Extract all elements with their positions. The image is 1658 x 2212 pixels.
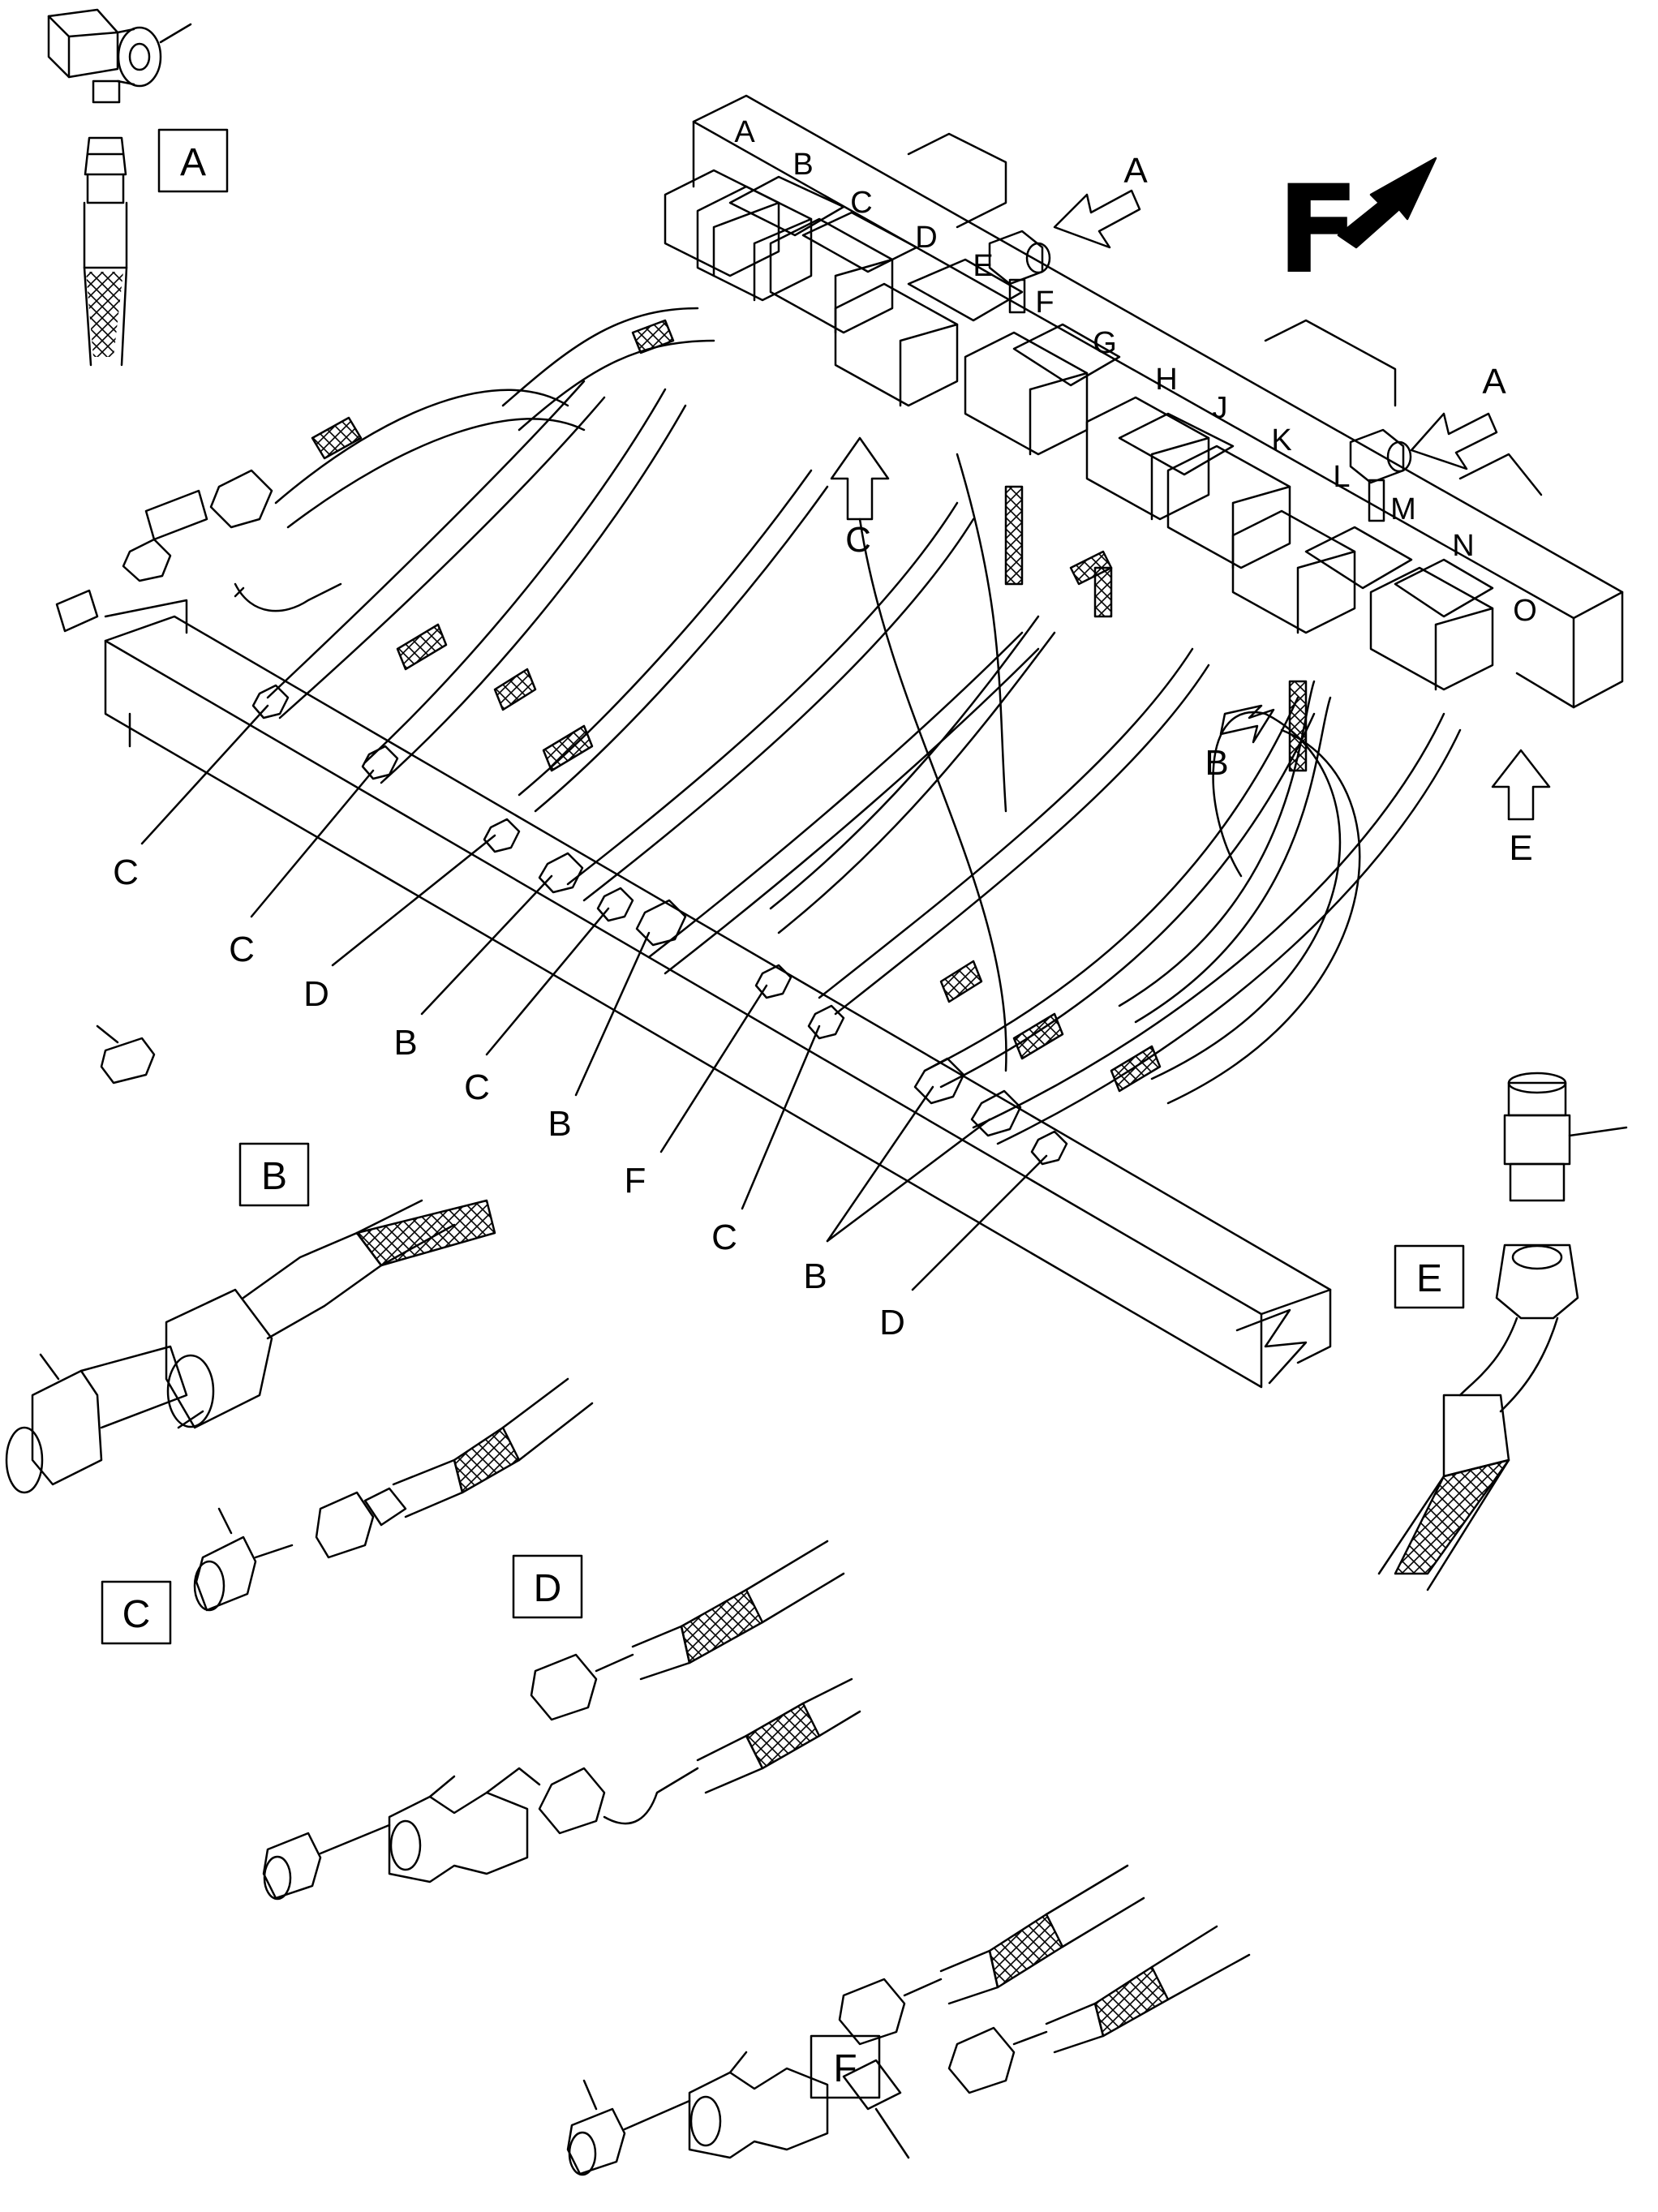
detail-box-c — [101, 1580, 172, 1645]
valve-label-m: M — [1390, 492, 1416, 526]
detail-box-d — [512, 1554, 583, 1619]
valve-label-a: A — [734, 115, 755, 149]
detail-c-fittings — [193, 1377, 594, 1612]
callout-c: C — [229, 930, 255, 969]
detail-box-a — [157, 128, 229, 193]
loose-fittings-left — [55, 489, 342, 1085]
callout-f: F — [625, 1161, 646, 1200]
elbow-fitting-lower — [1349, 428, 1412, 522]
valve-label-c: C — [850, 186, 872, 220]
callout-b: B — [393, 1023, 417, 1063]
detail-b-fittings — [5, 1199, 496, 1494]
detail-box-label-e: E — [1416, 1257, 1442, 1300]
detail-box-label-d: D — [534, 1567, 562, 1610]
detail-box-b — [238, 1142, 310, 1207]
callout-c: C — [711, 1218, 737, 1257]
valve-label-h: H — [1155, 363, 1177, 397]
view-arrow-label-b: B — [1205, 743, 1228, 783]
callout-c: C — [113, 853, 139, 892]
valve-label-d: D — [915, 221, 937, 255]
view-arrow-e — [1491, 749, 1551, 821]
callout-d: D — [879, 1303, 905, 1342]
view-arrow-c — [830, 436, 890, 521]
valve-label-o: O — [1513, 594, 1537, 628]
detail-d-fittings — [262, 1540, 861, 1901]
view-arrow-a-upper — [1053, 189, 1141, 249]
valve-label-e: E — [973, 249, 993, 283]
direction-label: F — [1277, 160, 1359, 301]
callout-b: B — [548, 1104, 571, 1144]
support-beam — [104, 599, 1332, 1389]
detail-box-label-f: F — [833, 2047, 857, 2090]
valve-label-l: L — [1333, 460, 1350, 494]
callout-b: B — [803, 1256, 827, 1296]
view-arrow-a-lower — [1410, 412, 1498, 470]
detail-box-label-c: C — [122, 1593, 151, 1636]
view-arrow-label-c: C — [845, 520, 871, 560]
valve-label-b: B — [792, 148, 813, 182]
detail-a-fitting — [47, 8, 192, 367]
detail-box-label-a: A — [180, 141, 206, 184]
detail-box-f — [810, 2034, 881, 2099]
hose-set — [266, 307, 1462, 1145]
callout-leaders — [140, 704, 1048, 1291]
hose-sleeves — [311, 319, 1308, 1093]
valve-label-g: G — [1093, 326, 1117, 360]
manifold-block — [692, 94, 1624, 709]
valve-label-n: N — [1452, 529, 1474, 563]
view-arrow-b — [1219, 704, 1275, 744]
text-layer: A B C D E F G H J K L M N O F A A C B E C C D B C B F C B D A B C D E F — [113, 115, 1537, 2090]
detail-e-fittings — [1377, 1072, 1628, 1591]
view-arrow-label-a: A — [1482, 362, 1506, 402]
detail-box-e — [1394, 1244, 1465, 1309]
callout-c: C — [464, 1067, 490, 1107]
view-arrow-label-e: E — [1509, 828, 1532, 868]
valve-label-k: K — [1271, 423, 1291, 457]
view-arrow-label-a: A — [1123, 151, 1148, 191]
valve-label-f: F — [1035, 286, 1054, 320]
direction-arrow — [1337, 157, 1437, 249]
valve-bank — [664, 169, 1494, 691]
detail-box-label-b: B — [261, 1155, 287, 1198]
elbow-fitting-upper — [988, 230, 1051, 314]
valve-label-j: J — [1213, 391, 1228, 425]
hose-end-nuts — [122, 469, 1068, 1166]
callout-d: D — [303, 974, 329, 1014]
detail-f-fittings — [566, 1864, 1251, 2176]
